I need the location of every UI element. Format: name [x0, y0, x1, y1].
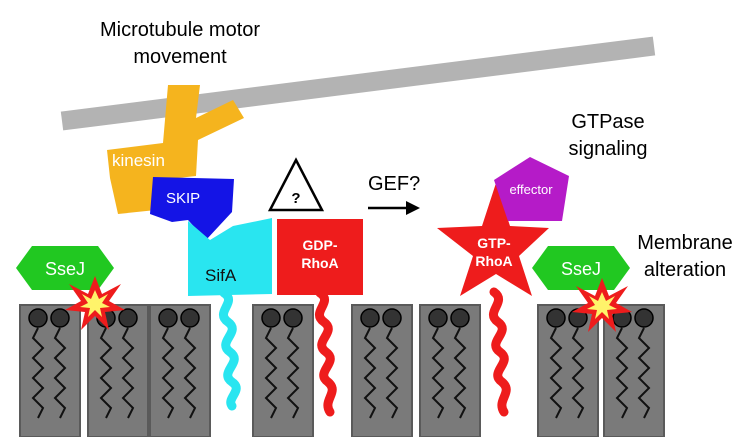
gtp-rhoa-label-line2: RhoA — [475, 253, 512, 269]
gtp-rhoa-label-line1: GTP- — [477, 235, 511, 251]
lipid-block — [351, 304, 413, 437]
explosion-icon — [572, 278, 632, 332]
ssej-right-label: SseJ — [561, 259, 601, 279]
skip: SKIP — [150, 177, 234, 240]
lipid-block — [87, 304, 149, 437]
effector: effector — [494, 157, 569, 221]
kinesin: kinesin — [107, 85, 244, 214]
motor-movement-label-line2: movement — [133, 46, 227, 68]
kinesin-label: kinesin — [112, 151, 165, 170]
ssej-left-shape — [16, 246, 114, 290]
motor-movement-label-line1: Microtubule motor — [100, 19, 260, 41]
gdp-rhoa: GDP- RhoA — [277, 219, 363, 295]
ssej-left: SseJ — [16, 246, 114, 290]
sifa-anchor — [219, 288, 241, 411]
gtp-rhoa: GTP- RhoA — [437, 183, 549, 296]
lipid-block — [19, 304, 81, 437]
sifa-label: SifA — [205, 266, 237, 285]
gdp-rhoa-shape — [277, 219, 363, 295]
gtpase-signaling-label-line1: GTPase — [571, 111, 644, 133]
membrane-alteration-label-line2: alteration — [644, 259, 726, 281]
skip-label: SKIP — [166, 190, 200, 207]
lipid-block — [149, 304, 211, 437]
lipid-block — [537, 304, 599, 437]
sifa: SifA — [188, 218, 272, 296]
ssej-right-shape — [532, 246, 630, 290]
right-arrow-icon — [368, 201, 420, 215]
sifa-shape — [188, 218, 272, 296]
microtubule — [60, 36, 656, 131]
lipid-block — [419, 304, 481, 437]
explosion-icon — [65, 276, 125, 330]
gdp-rhoa-anchor — [315, 288, 337, 417]
triangle-question-icon: ? — [267, 157, 325, 212]
membrane-alteration-label-line1: Membrane — [637, 232, 733, 254]
lipid-block — [252, 304, 314, 437]
effector-shape — [494, 157, 569, 221]
ssej-left-label: SseJ — [45, 259, 85, 279]
gdp-rhoa-label-line1: GDP- — [303, 237, 338, 253]
gtpase-signaling-label-line2: signaling — [569, 138, 648, 160]
ssej-right: SseJ — [532, 246, 630, 290]
gef-label: GEF? — [368, 173, 420, 195]
skip-shape — [150, 177, 234, 240]
membrane — [19, 304, 665, 437]
gtp-rhoa-anchor — [489, 287, 511, 417]
lipid-heads — [28, 308, 654, 328]
gtp-rhoa-shape — [437, 183, 549, 296]
lipid-tails — [31, 327, 651, 419]
gdp-rhoa-label-line2: RhoA — [301, 255, 338, 271]
kinesin-shape — [107, 85, 244, 214]
effector-label: effector — [509, 182, 553, 197]
unknown-label: ? — [291, 190, 300, 207]
